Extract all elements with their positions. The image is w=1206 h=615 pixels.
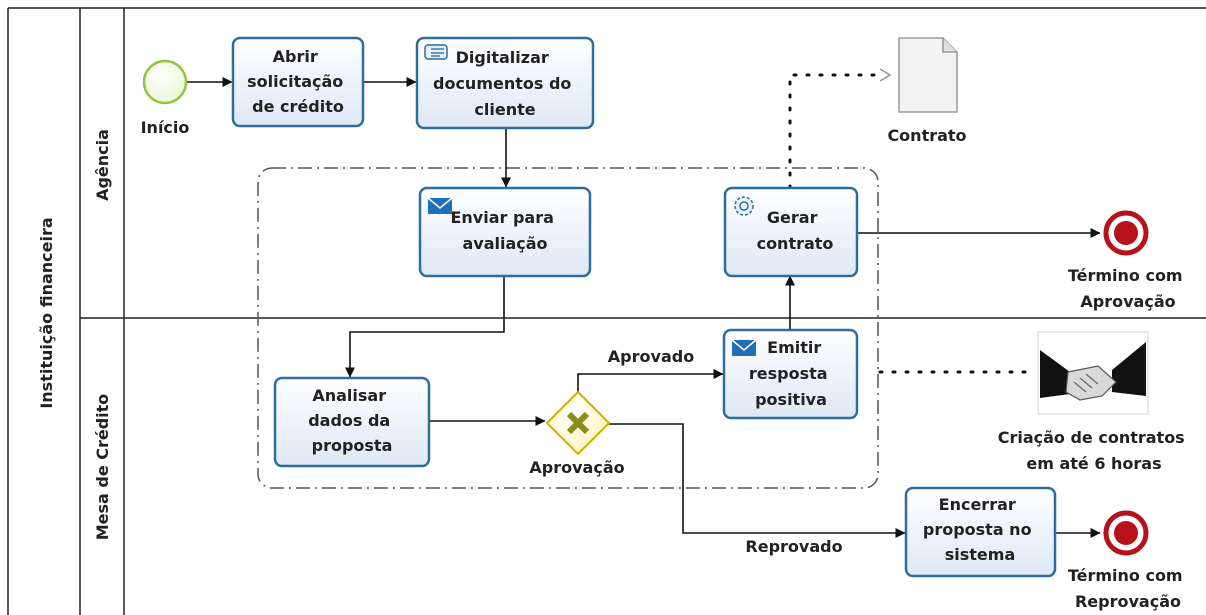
association-contrato bbox=[788, 73, 882, 190]
lane-label-agencia: Agência bbox=[93, 129, 112, 201]
end-event-rejection-label: Término com Reprovação bbox=[1068, 566, 1188, 611]
end-event-approval-label: Término com Aprovação bbox=[1068, 266, 1188, 311]
task-encerrar-line2: proposta no bbox=[923, 520, 1032, 539]
gateway-label: Aprovação bbox=[529, 458, 624, 477]
task-encerrar-line3: sistema bbox=[945, 545, 1016, 564]
task-abrir-line1: Abrir bbox=[273, 47, 318, 66]
manual-task-icon bbox=[424, 44, 448, 60]
handshake-image[interactable] bbox=[1037, 331, 1149, 415]
end-event-rejection[interactable] bbox=[1103, 510, 1149, 556]
task-encerrar-text: Encerrar proposta no sistema bbox=[923, 495, 1037, 564]
contrato-label: Contrato bbox=[887, 126, 966, 145]
task-emitir-line3: positiva bbox=[755, 390, 827, 409]
exclusive-gateway[interactable] bbox=[545, 390, 611, 456]
pool-frame bbox=[7, 7, 1206, 615]
task-analisar-text: Analisar dados da proposta bbox=[308, 386, 396, 455]
document-icon[interactable] bbox=[898, 37, 958, 113]
task-enviar-text: Enviar para avaliação bbox=[450, 208, 559, 253]
flow-gateway-encerrar bbox=[609, 423, 906, 538]
end-event-approval-line2: Aprovação bbox=[1080, 292, 1175, 311]
start-event-label: Início bbox=[141, 118, 190, 137]
task-analisar-line3: proposta bbox=[312, 436, 393, 455]
flow-gateway-emitir bbox=[577, 369, 724, 402]
end-event-rejection-line2: Reprovação bbox=[1075, 592, 1181, 611]
task-abrir-solicitacao[interactable]: Abrir solicitação de crédito bbox=[231, 36, 365, 128]
flow-label-reprovado: Reprovado bbox=[745, 537, 842, 556]
task-digitalizar-line2: documentos do bbox=[433, 74, 571, 93]
handshake-line1: Criação de contratos bbox=[998, 428, 1185, 447]
task-analisar-line2: dados da bbox=[308, 411, 390, 430]
task-enviar-line2: avaliação bbox=[462, 234, 547, 253]
flow-enviar-analisar bbox=[345, 276, 505, 378]
task-emitir-text: Emitir resposta positiva bbox=[749, 338, 833, 409]
task-encerrar-line1: Encerrar bbox=[939, 495, 1016, 514]
task-enviar-avaliacao[interactable]: Enviar para avaliação bbox=[418, 186, 592, 278]
group-box bbox=[257, 167, 879, 489]
task-abrir-line3: de crédito bbox=[252, 97, 344, 116]
task-gerar-contrato[interactable]: Gerar contrato bbox=[723, 186, 859, 278]
task-gerar-line1: Gerar bbox=[767, 208, 818, 227]
task-analisar-proposta[interactable]: Analisar dados da proposta bbox=[273, 376, 431, 468]
end-event-approval[interactable] bbox=[1103, 210, 1149, 256]
end-event-approval-line1: Término com bbox=[1068, 266, 1183, 285]
end-event-rejection-line1: Término com bbox=[1068, 566, 1183, 585]
task-digitalizar-text: Digitalizar documentos do cliente bbox=[433, 48, 577, 119]
task-digitalizar-documentos[interactable]: Digitalizar documentos do cliente bbox=[415, 36, 595, 130]
task-encerrar-proposta[interactable]: Encerrar proposta no sistema bbox=[904, 486, 1057, 578]
task-analisar-line1: Analisar bbox=[312, 386, 386, 405]
task-digitalizar-line1: Digitalizar bbox=[456, 48, 549, 67]
envelope-icon-emitir bbox=[731, 339, 757, 356]
task-gerar-text: Gerar contrato bbox=[757, 208, 834, 253]
envelope-icon bbox=[427, 197, 453, 214]
flow-label-aprovado: Aprovado bbox=[608, 347, 694, 366]
task-digitalizar-line3: cliente bbox=[474, 100, 535, 119]
task-emitir-resposta[interactable]: Emitir resposta positiva bbox=[722, 328, 859, 420]
task-gerar-line2: contrato bbox=[757, 234, 834, 253]
association-arrowhead bbox=[879, 68, 892, 82]
task-abrir-text: Abrir solicitação de crédito bbox=[247, 47, 349, 116]
start-event[interactable] bbox=[142, 59, 188, 105]
task-abrir-line2: solicitação bbox=[247, 72, 343, 91]
gear-icon bbox=[734, 196, 754, 216]
pool-label: Instituição financeira bbox=[37, 217, 56, 408]
lane-label-mesa: Mesa de Crédito bbox=[93, 394, 112, 541]
task-emitir-line1: Emitir bbox=[767, 338, 821, 357]
task-emitir-line2: resposta bbox=[749, 364, 828, 383]
handshake-label: Criação de contratos em até 6 horas bbox=[998, 428, 1191, 473]
handshake-line2: em até 6 horas bbox=[1026, 454, 1161, 473]
gateway-x-icon bbox=[566, 411, 590, 435]
task-enviar-line1: Enviar para bbox=[450, 208, 553, 227]
